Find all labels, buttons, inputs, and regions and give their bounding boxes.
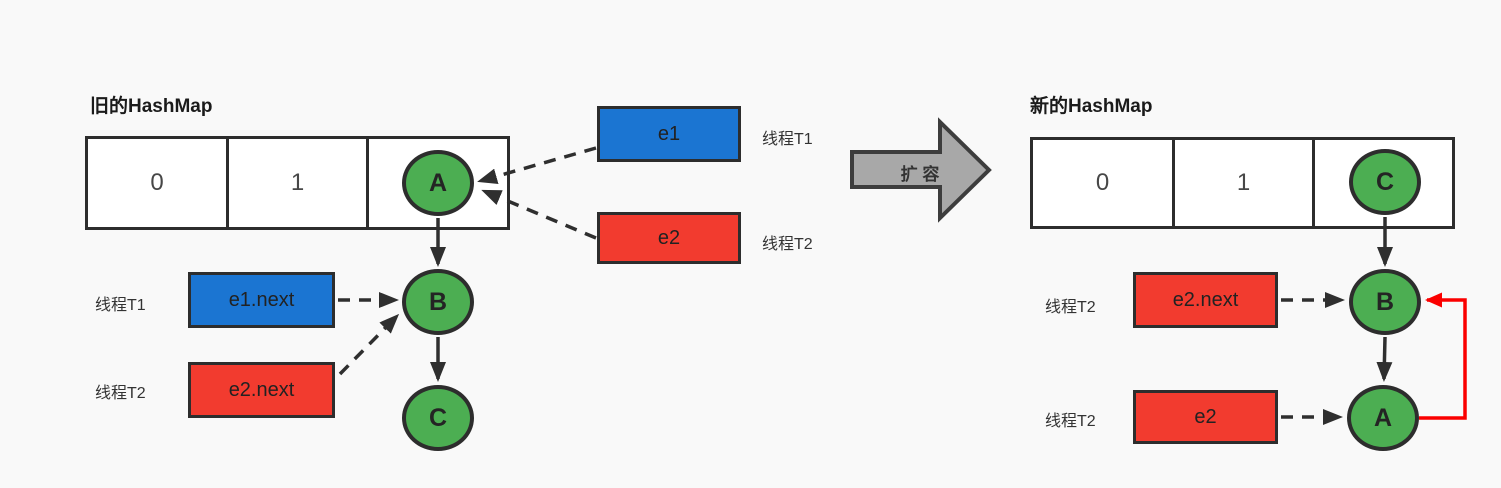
new-e2next-box: e2.next [1133,272,1278,328]
new-hashmap-title: 新的HashMap [1030,96,1153,117]
new-e2-thread-label: 线程T2 [1045,413,1096,430]
old-bucket-1: 1 [229,139,369,227]
e1next-box: e1.next [188,272,335,328]
e2next-thread-label: 线程T2 [95,385,146,402]
resize-arrow-label: 扩 容 [900,165,940,184]
node-b-old: B [402,269,474,335]
new-e2-box: e2 [1133,390,1278,444]
arrow-b-to-a-new [1376,336,1393,382]
node-c-old: C [402,385,474,451]
new-bucket-0: 0 [1033,140,1175,226]
arrow-a-to-b-cycle-red [1419,292,1467,420]
e1next-thread-label: 线程T1 [95,297,146,314]
node-a-new: A [1347,385,1419,451]
e2next-box: e2.next [188,362,335,418]
e1-thread-label: 线程T1 [762,131,813,148]
e2-box: e2 [597,212,741,264]
e2-thread-label: 线程T2 [762,236,813,253]
node-a-old: A [402,150,474,216]
new-e2next-thread-label: 线程T2 [1045,299,1096,316]
new-bucket-1: 1 [1175,140,1315,226]
old-bucket-0: 0 [88,139,229,227]
node-c-new: C [1349,149,1421,215]
e1-box: e1 [597,106,741,162]
arrow-e2next-to-b [338,313,400,376]
node-b-new: B [1349,269,1421,335]
old-hashmap-title: 旧的HashMap [90,96,213,117]
